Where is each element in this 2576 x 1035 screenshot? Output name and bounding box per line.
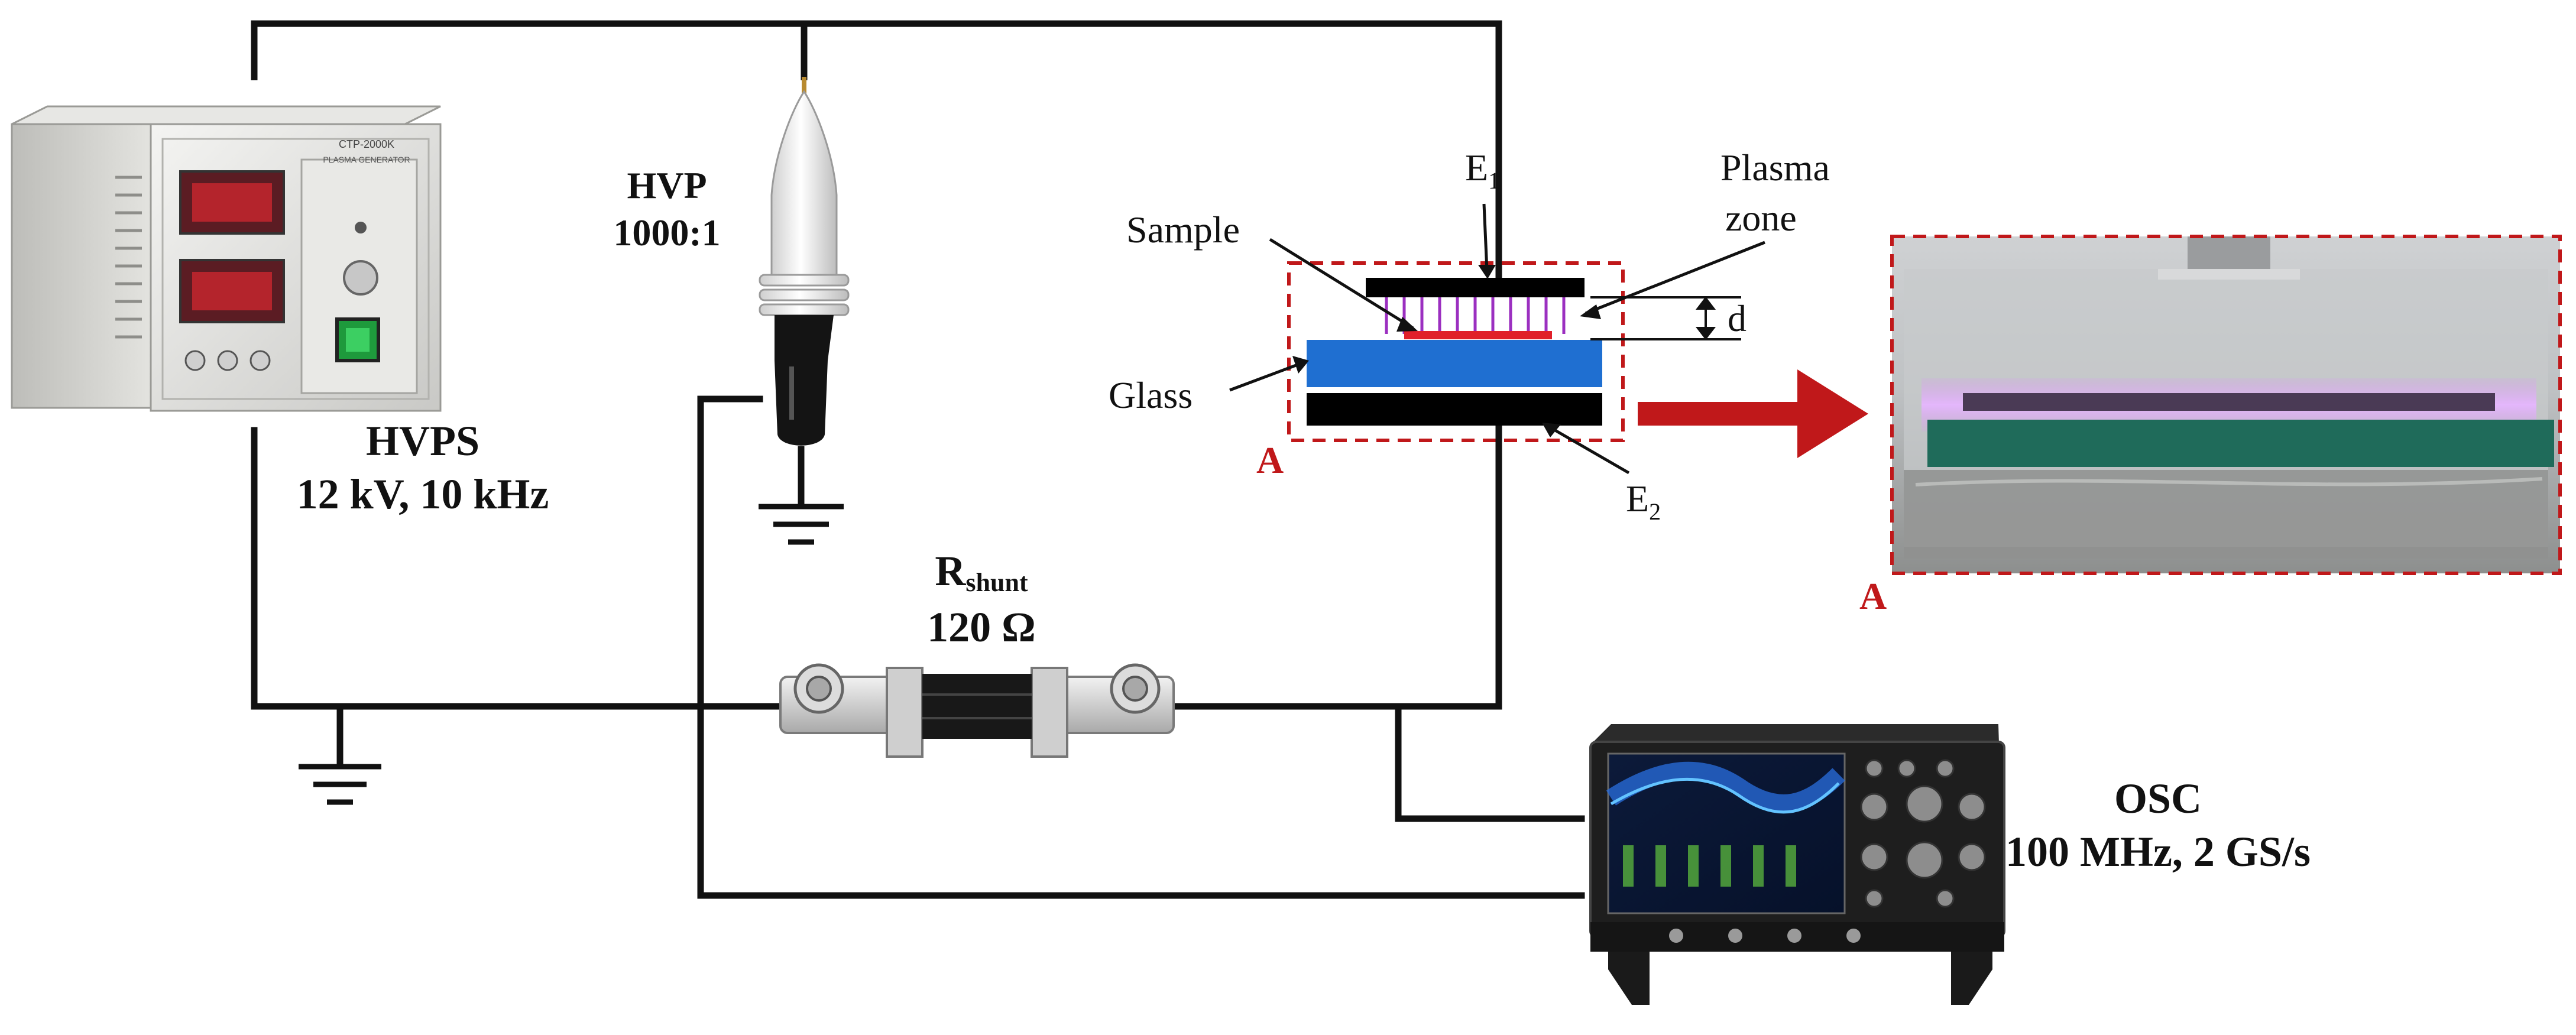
glass-label: Glass <box>1109 374 1193 416</box>
hv-probe-illustration <box>759 77 850 446</box>
shunt-resistor-illustration <box>779 663 1175 758</box>
osc-spec-label: 100 MHz, 2 GS/s <box>2005 828 2311 875</box>
e1-subscript: 1 <box>1488 167 1500 194</box>
e2-main: E <box>1626 478 1649 520</box>
osc-ch2-wire <box>697 395 1585 899</box>
electrode-e2 <box>1307 393 1602 426</box>
hvp-ratio-label: 1000:1 <box>613 212 720 254</box>
rshunt-label: Rshunt <box>935 547 1028 597</box>
electrode-e1 <box>1366 278 1585 297</box>
zone-a-label: A <box>1256 439 1284 481</box>
circuit-wires <box>251 20 1585 899</box>
hvps-label: HVPS <box>366 417 479 465</box>
e2-label: E2 <box>1626 478 1661 525</box>
gap-label: d <box>1728 297 1747 339</box>
e1-label: E1 <box>1465 147 1500 194</box>
rshunt-main: R <box>935 547 966 595</box>
ground-symbol-probe <box>759 504 844 545</box>
osc-ch1-wire <box>1395 703 1585 822</box>
glass-dielectric <box>1307 340 1602 387</box>
hvp-label: HVP <box>627 164 707 206</box>
hvps-unit-illustration: CTP-2000K PLASMA GENERATOR <box>11 105 442 412</box>
ground-symbol-left <box>299 764 381 805</box>
photo-border <box>1890 235 2562 575</box>
sample-layer <box>1404 331 1552 339</box>
plasma-zone-label-line2: zone <box>1725 197 1797 239</box>
hvps-spec-label: 12 kV, 10 kHz <box>297 471 549 518</box>
hvps-panel-title: CTP-2000K <box>339 138 394 150</box>
left-return-wire <box>251 427 784 710</box>
sample-label: Sample <box>1126 209 1240 251</box>
plasma-zone-label-line1: Plasma <box>1720 147 1830 189</box>
oscilloscope-illustration <box>1589 724 2005 1005</box>
top-wire <box>251 20 1502 286</box>
reactor-photo-inset <box>1890 235 2562 575</box>
e1-main: E <box>1465 147 1488 189</box>
rshunt-value-label: 120 Ω <box>927 604 1036 651</box>
right-return-wire <box>1170 439 1502 710</box>
osc-label: OSC <box>2114 775 2202 822</box>
rshunt-subscript: shunt <box>965 568 1028 597</box>
e2-subscript: 2 <box>1649 498 1661 525</box>
gap-dimension-indicator <box>1590 296 1741 340</box>
annotation-arrows <box>1229 203 1765 475</box>
plasma-filaments <box>1385 297 1566 334</box>
dbd-reactor-schematic <box>1287 261 1625 443</box>
zone-a-photo-label: A <box>1859 575 1887 617</box>
hvps-panel-subtitle: PLASMA GENERATOR <box>323 155 410 164</box>
zoom-arrow <box>1638 369 1868 458</box>
